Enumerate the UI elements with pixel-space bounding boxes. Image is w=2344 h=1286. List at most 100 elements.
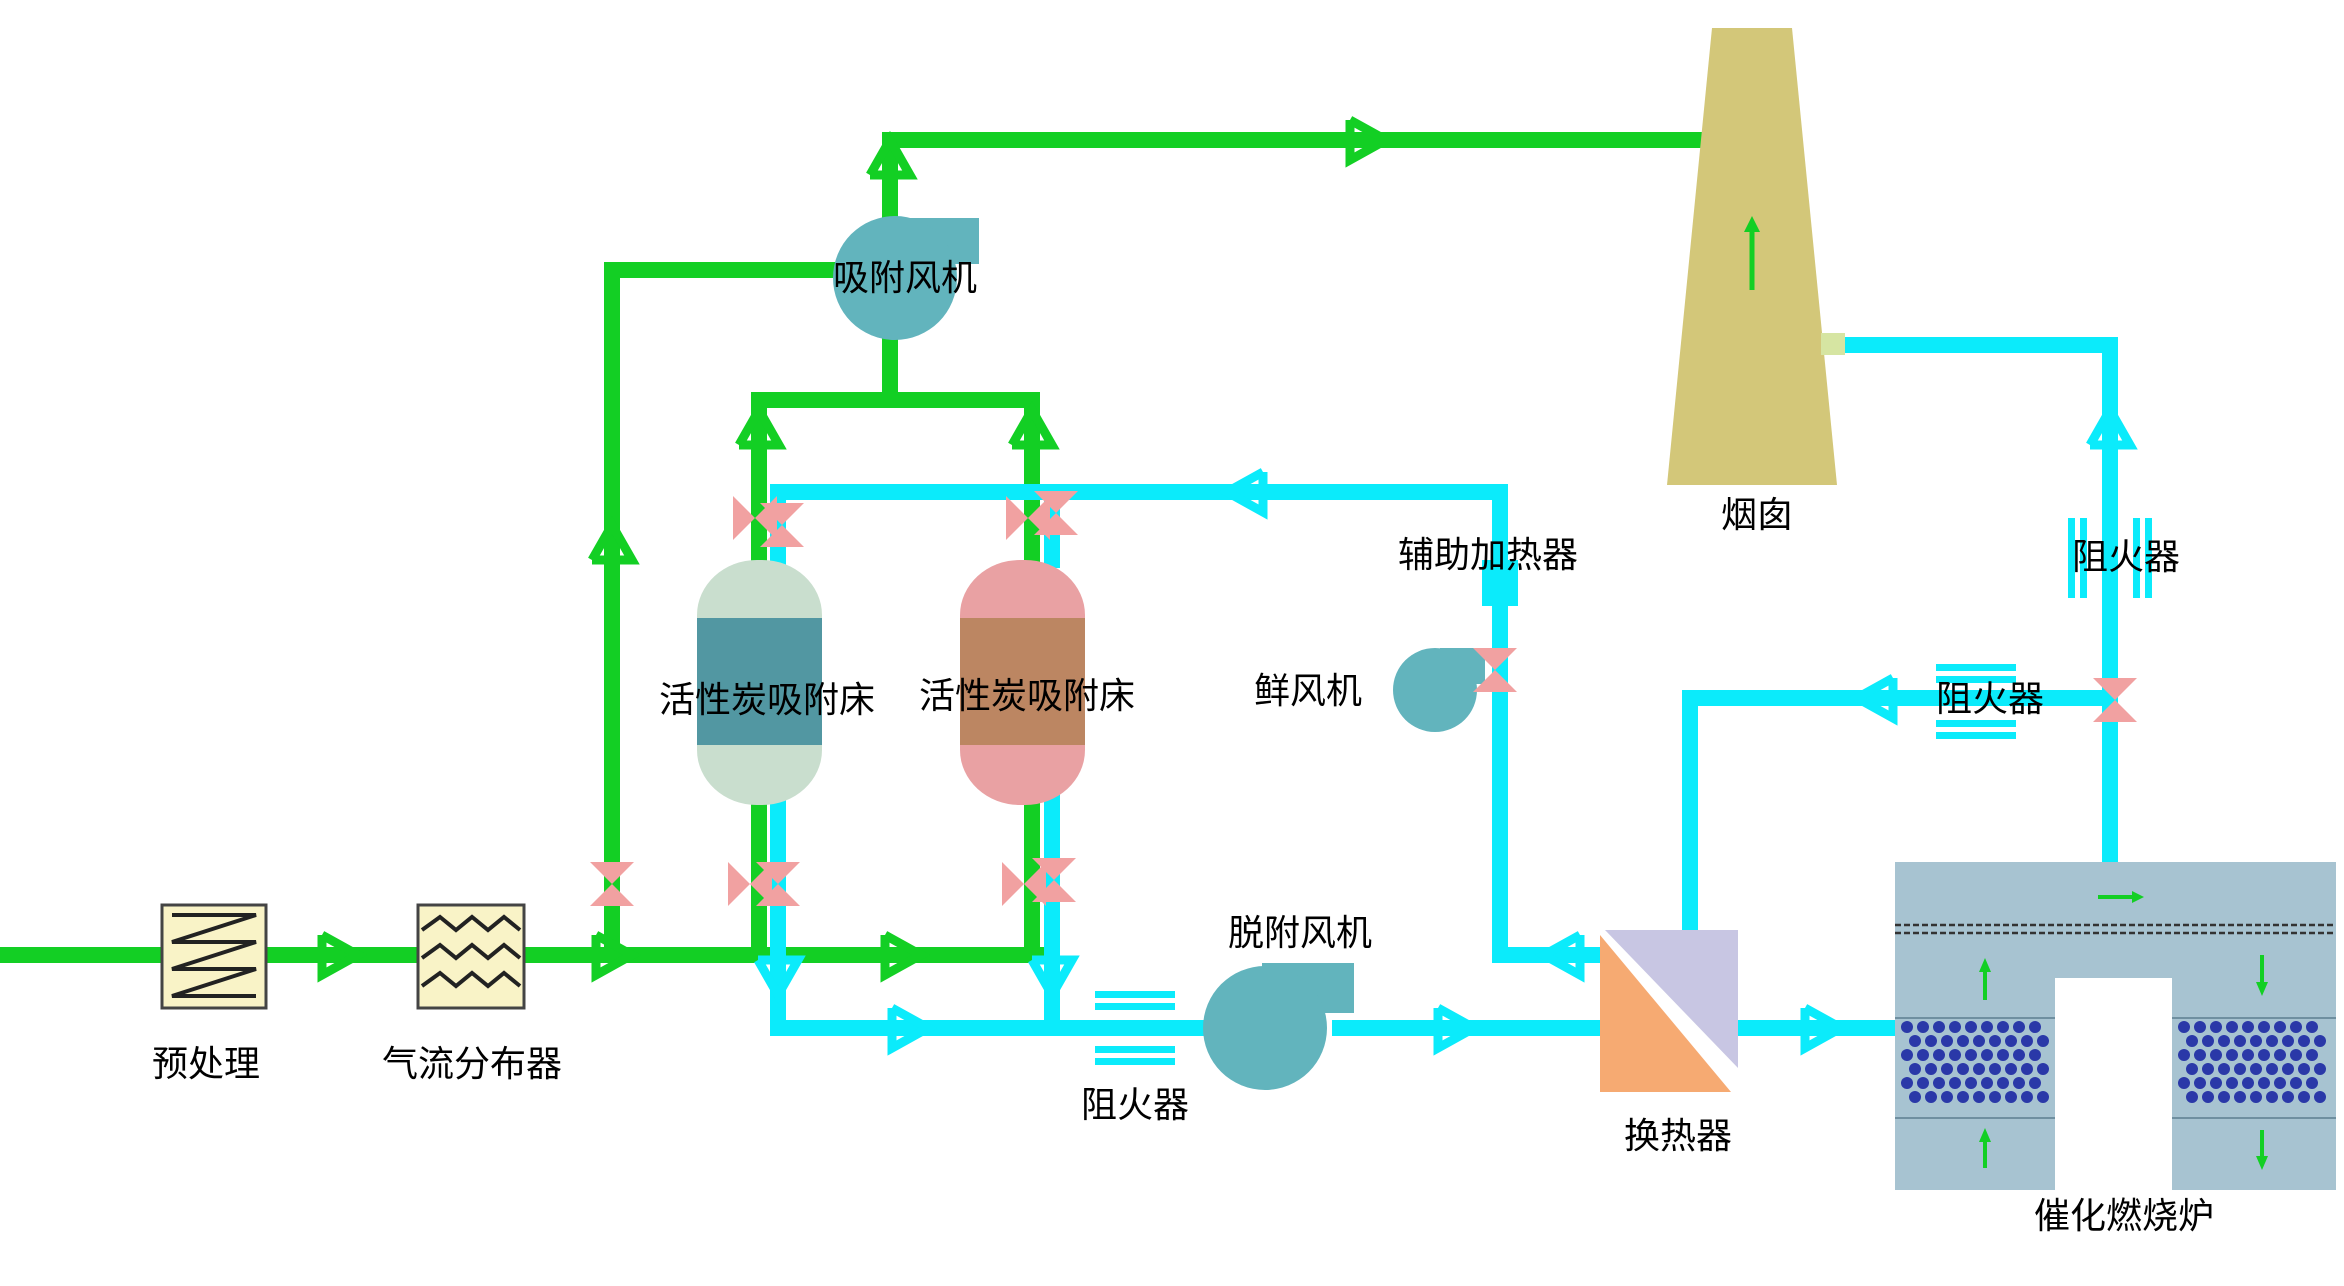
arrow-up-icon bbox=[735, 400, 787, 450]
catalyst-dot bbox=[1933, 1049, 1945, 1061]
catalyst-dot bbox=[2314, 1091, 2326, 1103]
valve-icon bbox=[1473, 648, 1517, 692]
catalyst-dot bbox=[1997, 1077, 2009, 1089]
catalyst-dot bbox=[1901, 1077, 1913, 1089]
valve-icon bbox=[756, 862, 800, 906]
catalyst-dot bbox=[2258, 1049, 2270, 1061]
coil-icon bbox=[171, 913, 257, 998]
arrow-down-icon bbox=[1028, 955, 1080, 1005]
catalyst-dot bbox=[2282, 1063, 2294, 1075]
adsorption-fan bbox=[833, 216, 979, 340]
valves bbox=[590, 491, 2137, 906]
flame-arrester-symbol bbox=[1095, 991, 1175, 1065]
catalyst-dot bbox=[2218, 1035, 2230, 1047]
catalyst-dot bbox=[1933, 1021, 1945, 1033]
catalyst-dot bbox=[2282, 1091, 2294, 1103]
arrow-right-icon bbox=[1800, 1004, 1851, 1056]
valve-icon bbox=[760, 503, 804, 547]
catalyst-dot bbox=[2210, 1077, 2222, 1089]
catalyst-dot bbox=[1917, 1049, 1929, 1061]
catalyst-dot bbox=[2178, 1021, 2190, 1033]
catalytic-furnace bbox=[1895, 862, 2336, 1190]
catalyst-dot bbox=[1925, 1091, 1937, 1103]
catalyst-dot bbox=[2186, 1063, 2198, 1075]
catalyst-dot bbox=[1957, 1063, 1969, 1075]
catalyst-dot bbox=[2266, 1063, 2278, 1075]
catalyst-dot bbox=[2242, 1021, 2254, 1033]
airflow-distributor-unit bbox=[416, 903, 526, 1010]
catalyst-dot bbox=[2021, 1063, 2033, 1075]
catalyst-dot bbox=[2210, 1021, 2222, 1033]
catalyst-dot bbox=[2013, 1021, 2025, 1033]
catalyst-dot bbox=[1957, 1035, 1969, 1047]
arrow-left-icon bbox=[1534, 931, 1585, 983]
arrow-up-icon bbox=[866, 130, 918, 180]
flow-arrows bbox=[317, 116, 2138, 1056]
catalyst-dot bbox=[2210, 1049, 2222, 1061]
valve-icon bbox=[1032, 858, 1076, 902]
catalyst-dot bbox=[2234, 1091, 2246, 1103]
aux-heater bbox=[1482, 560, 1518, 606]
catalyst-dot bbox=[2005, 1035, 2017, 1047]
catalyst-dot bbox=[1941, 1063, 1953, 1075]
catalyst-dot bbox=[2202, 1035, 2214, 1047]
catalyst-dot bbox=[2314, 1063, 2326, 1075]
catalyst-dot bbox=[1989, 1035, 2001, 1047]
catalyst-dot bbox=[1917, 1021, 1929, 1033]
furnace-to-chimney-pipe bbox=[1834, 337, 2118, 870]
catalyst-dot bbox=[1933, 1077, 1945, 1089]
aux-heater-label: 辅助加热器 bbox=[1398, 535, 1578, 576]
catalyst-dot bbox=[1957, 1091, 1969, 1103]
flame-arrester-1-label: 阻火器 bbox=[1081, 1085, 1189, 1126]
catalyst-dot bbox=[2258, 1077, 2270, 1089]
catalyst-dot bbox=[1941, 1091, 1953, 1103]
catalyst-dot bbox=[2013, 1049, 2025, 1061]
catalyst-dot bbox=[1949, 1077, 1961, 1089]
catalyst-dot bbox=[2021, 1091, 2033, 1103]
wave-icon bbox=[420, 970, 522, 989]
catalyst-dot bbox=[2037, 1091, 2049, 1103]
catalyst-dot bbox=[2250, 1063, 2262, 1075]
catalyst-dot bbox=[1965, 1077, 1977, 1089]
flame-arrester-symbol bbox=[2068, 518, 2152, 598]
catalyst-dot bbox=[2298, 1091, 2310, 1103]
catalyst-dot bbox=[2290, 1049, 2302, 1061]
catalyst-dot bbox=[1925, 1035, 1937, 1047]
heat-exchanger-label: 换热器 bbox=[1624, 1116, 1732, 1157]
arrow-up-icon bbox=[1008, 400, 1060, 450]
arrow-right-icon bbox=[887, 1004, 938, 1056]
catalyst-dot bbox=[2186, 1035, 2198, 1047]
catalyst-dot bbox=[2186, 1091, 2198, 1103]
arrow-right-icon bbox=[1345, 116, 1396, 168]
catalyst-dot bbox=[2021, 1035, 2033, 1047]
catalyst-dot bbox=[2037, 1035, 2049, 1047]
airflow-distributor-label: 气流分布器 bbox=[382, 1044, 562, 1085]
catalyst-dot bbox=[1997, 1049, 2009, 1061]
catalyst-dot bbox=[2258, 1021, 2270, 1033]
catalyst-dot bbox=[1981, 1049, 1993, 1061]
catalyst-dot bbox=[1981, 1077, 1993, 1089]
catalyst-bed-right bbox=[2178, 1021, 2326, 1103]
catalyst-dot bbox=[2178, 1049, 2190, 1061]
catalyst-dot bbox=[1973, 1091, 1985, 1103]
carbon-bed-2 bbox=[960, 560, 1085, 805]
arrow-down-icon bbox=[754, 955, 806, 1005]
catalyst-dot bbox=[1997, 1021, 2009, 1033]
arrow-right-icon bbox=[880, 931, 931, 983]
catalyst-dot bbox=[2005, 1091, 2017, 1103]
arrow-up-icon bbox=[2086, 400, 2138, 450]
valve-icon bbox=[2093, 678, 2137, 722]
catalyst-dot bbox=[1925, 1063, 1937, 1075]
catalyst-bed-left bbox=[1901, 1021, 2049, 1103]
carbon-bed-2-label: 活性炭吸附床 bbox=[919, 676, 1135, 717]
catalyst-dot bbox=[2306, 1049, 2318, 1061]
catalyst-dot bbox=[2290, 1021, 2302, 1033]
catalyst-dot bbox=[1949, 1021, 1961, 1033]
catalyst-dot bbox=[2194, 1077, 2206, 1089]
catalyst-dot bbox=[1949, 1049, 1961, 1061]
flame-arrester-3-label: 阻火器 bbox=[2072, 537, 2180, 578]
flame-arrester-symbol bbox=[1936, 664, 2016, 739]
catalyst-dot bbox=[1909, 1035, 1921, 1047]
catalyst-dot bbox=[2290, 1077, 2302, 1089]
arrow-right-icon bbox=[591, 931, 642, 983]
